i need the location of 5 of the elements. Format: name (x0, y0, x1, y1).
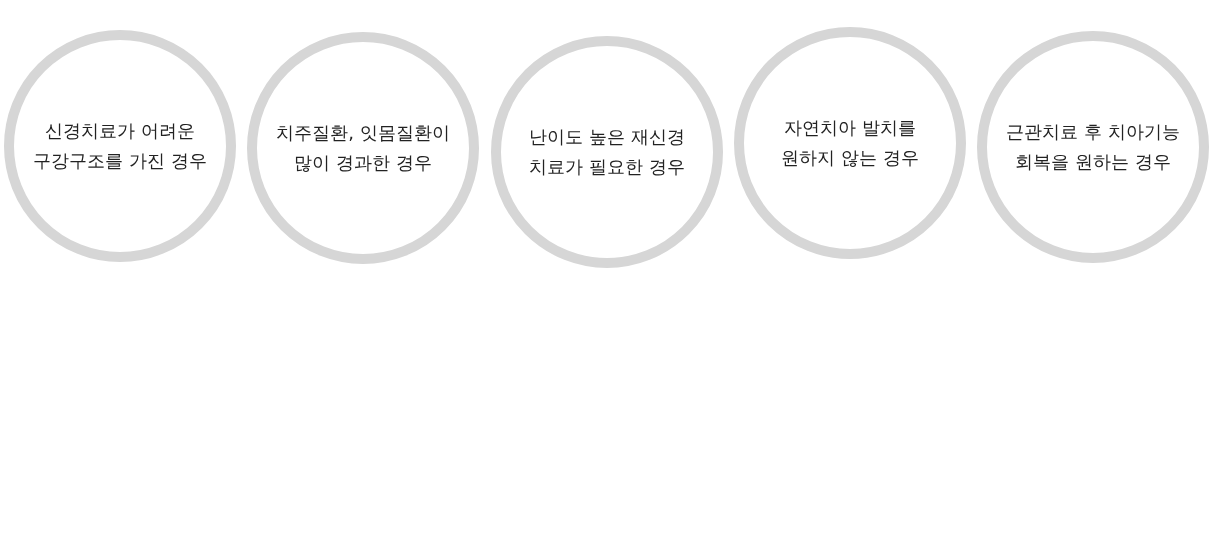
node-text: 치주질환, 잇몸질환이 많이 경과한 경우 (275, 121, 451, 175)
node-text: 근관치료 후 치아기능 회복을 원하는 경우 (1005, 120, 1181, 174)
node-text: 난이도 높은 재신경 치료가 필요한 경우 (528, 125, 686, 179)
node-text: 신경치료가 어려운 구강구조를 가진 경우 (32, 119, 208, 173)
node-text: 자연치아 발치를 원하지 않는 경우 (780, 116, 920, 170)
